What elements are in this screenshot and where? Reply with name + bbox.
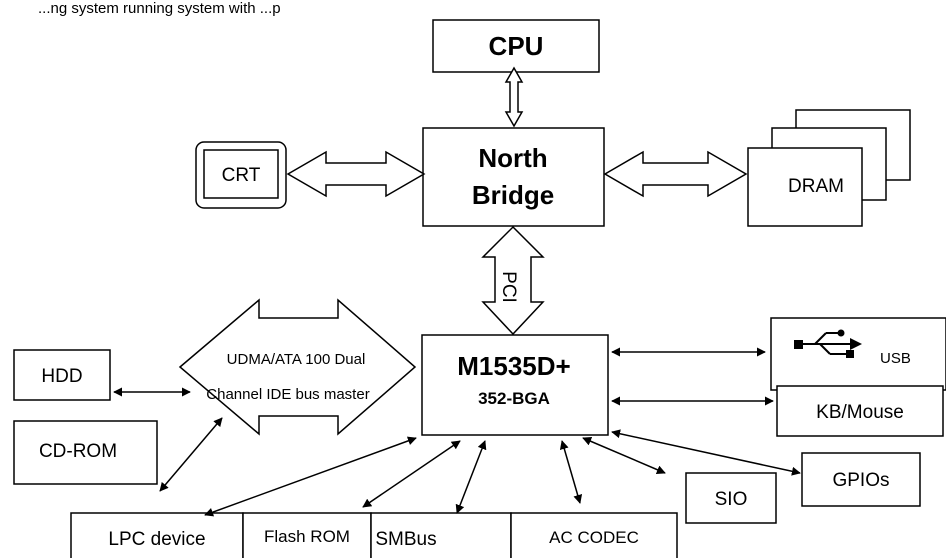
flash-rom-label: Flash ROM — [264, 527, 350, 546]
northbridge-dram-bus — [603, 150, 748, 198]
usb-trident-icon — [794, 329, 862, 358]
ac-codec-box — [510, 512, 678, 558]
cpu-box — [432, 19, 600, 73]
dram-label: DRAM — [788, 176, 844, 197]
m1535-lpc-connector — [204, 436, 417, 517]
m1535-label: M1535D+ — [457, 351, 570, 381]
flash-rom-box — [242, 512, 372, 558]
gpios-label: GPIOs — [832, 470, 889, 491]
hdd-label: HDD — [41, 366, 82, 387]
m1535-box — [421, 334, 609, 436]
bga-label: 352-BGA — [478, 389, 550, 408]
cpu-northbridge-bus — [504, 66, 524, 128]
lpc-device-box — [70, 512, 244, 558]
cdrom-ide-connector — [159, 417, 223, 492]
lpc-device-label: LPC device — [108, 529, 205, 550]
m1535-smbus-connector — [455, 440, 487, 514]
hdd-box — [13, 349, 111, 401]
ide-label-1: UDMA/ATA 100 Dual — [227, 351, 366, 368]
ac-codec-label: AC CODEC — [549, 528, 639, 547]
cd-rom-box — [13, 420, 158, 485]
crt-screen — [203, 149, 279, 199]
gpios-box — [801, 452, 921, 507]
kb-mouse-box — [776, 385, 944, 437]
usb-label: USB — [880, 350, 911, 367]
north-bridge-label-1: North — [478, 143, 547, 173]
m1535-accodec-connector — [559, 440, 583, 504]
kb-mouse-label: KB/Mouse — [816, 402, 904, 423]
smbus-label: SMBus — [375, 529, 436, 550]
crt-northbridge-bus — [286, 150, 426, 198]
cd-rom-label: CD-ROM — [39, 441, 117, 462]
crt-label: CRT — [222, 165, 261, 186]
dram-box — [747, 147, 863, 227]
top-caption: ...ng system running system with ...p — [38, 0, 281, 17]
sio-box — [685, 472, 777, 524]
north-bridge-box — [422, 127, 605, 227]
pci-label: PCI — [498, 271, 519, 303]
cpu-label: CPU — [489, 31, 544, 61]
north-bridge-label-2: Bridge — [472, 180, 554, 210]
ide-label-2: Channel IDE bus master — [206, 386, 369, 403]
pci-bus — [481, 225, 545, 336]
m1535-sio-connector — [582, 437, 666, 474]
ide-bus — [178, 298, 417, 436]
m1535-gpios-connector — [611, 429, 801, 476]
m1535-flash-connector — [362, 440, 461, 508]
usb-box — [770, 317, 946, 391]
sio-label: SIO — [715, 489, 748, 510]
